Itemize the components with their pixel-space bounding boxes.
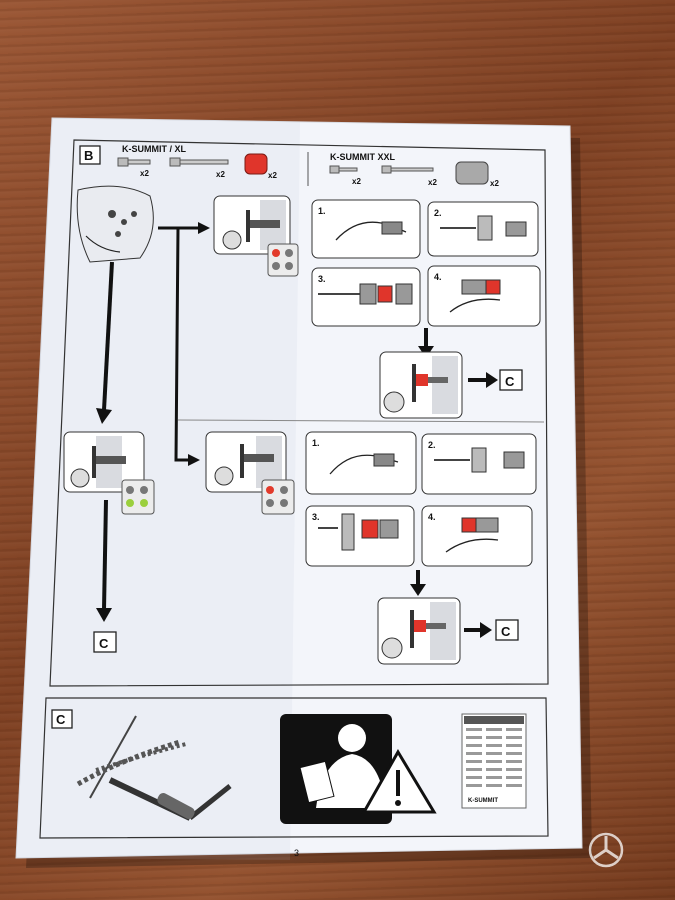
branch-arrow-line [158,226,190,462]
svg-text:1.: 1. [318,206,326,216]
long-bolt-icon [381,165,434,174]
svg-text:4.: 4. [434,272,442,282]
kit2-qty2: x2 [428,178,437,187]
short-bolt-icon [117,157,151,167]
svg-text:3.: 3. [312,512,320,522]
goto-c-box-left [93,631,117,653]
hand-inspection-illustration [76,185,154,263]
lower-step-3: 3. [305,505,415,567]
goto-c-upper: C [505,374,515,389]
traffic-light-green-icon [121,479,155,515]
read-manual-pictogram [280,714,392,824]
section-b-panel: B K-SUMMIT / XL x2 x2 x2 K-SUMMIT XXL x2… [49,139,549,687]
svg-text:2.: 2. [434,208,442,218]
traffic-light-red-icon [261,479,295,515]
kit1-name: K-SUMMIT / XL [122,144,186,154]
page-number: 3 [294,848,299,858]
upper-step-4: 4. [427,265,541,327]
kit1-qty2: x2 [216,170,225,179]
section-c-label-box [51,709,73,729]
check-illustration-top [213,195,291,255]
booklet-label: K-SUMMIT [468,798,498,804]
svg-text:2.: 2. [428,440,436,450]
goto-c-box-lower [495,619,519,641]
upper-result-illustration [379,351,463,419]
svg-text:4.: 4. [428,512,436,522]
long-bolt-icon [169,157,229,167]
snow-chain-wrench-illustration [76,715,232,821]
kit2-qty1: x2 [352,177,361,186]
upper-step-1: 1. [311,199,421,259]
warning-triangle-icon [361,749,437,814]
kit1-qty3: x2 [268,171,277,180]
svg-text:3.: 3. [318,274,326,284]
lower-result-illustration [377,597,461,665]
short-bolt-icon [329,165,358,174]
lower-step-4: 4. [421,505,533,567]
red-spacer-icon [244,153,268,175]
kit2-qty3: x2 [490,179,499,188]
down-arrow-head [96,408,112,424]
upper-step-3: 3. [311,267,421,327]
check-illustration-left [63,431,145,493]
manual-booklet-thumbnail: K-SUMMIT [461,713,527,809]
lower-step-1: 1. [305,431,417,495]
goto-c-left: C [99,636,109,651]
watermark-logo [588,832,624,868]
check-illustration-middle [205,431,287,493]
section-b-label-box [79,145,101,165]
grey-spacer-icon [455,161,489,185]
upper-step-2: 2. [427,201,539,257]
traffic-light-red-icon [267,243,299,277]
section-b-letter: B [84,148,93,163]
down-arrow-line [102,261,114,411]
section-c-letter: C [56,712,66,727]
section-c-panel: C [39,697,549,839]
mid-divider [177,419,545,423]
goto-c-box-upper [499,369,523,391]
lower-step-2: 2. [421,433,537,495]
kit2-name: K-SUMMIT XXL [330,152,395,162]
goto-c-lower: C [501,624,511,639]
branch-arrow-head [188,454,200,466]
svg-text:1.: 1. [312,438,320,448]
kit1-qty1: x2 [140,169,149,178]
